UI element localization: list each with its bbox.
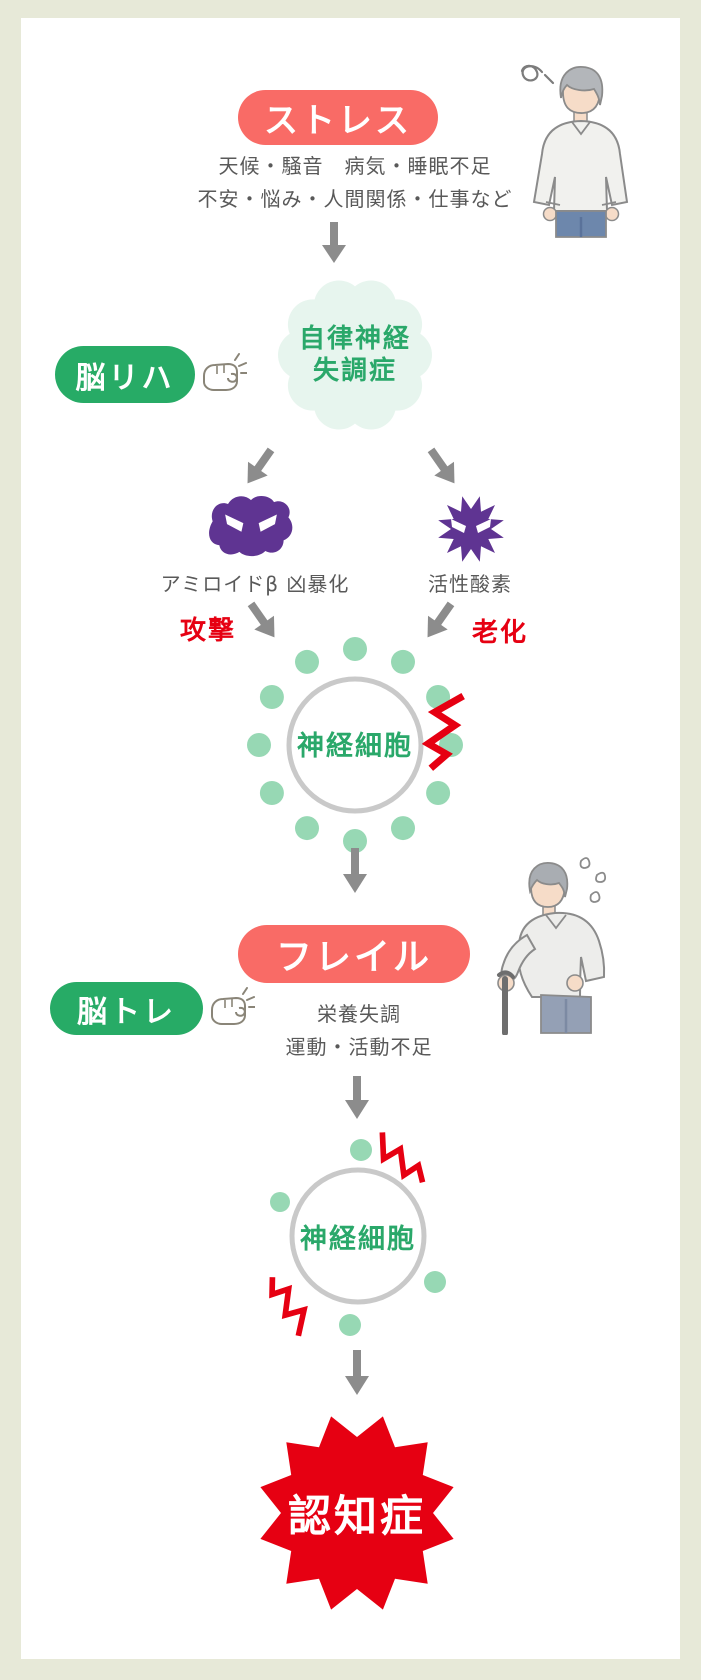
- damage-zigzag-icon: [418, 687, 473, 776]
- oxidative-label: 活性酸素: [428, 572, 512, 596]
- damage-zigzag-icon: [249, 1267, 323, 1345]
- arrow-cloud-to-amyloid: [236, 442, 281, 491]
- damage-zigzag-icon: [363, 1122, 442, 1194]
- neuron-cell-circle: [286, 676, 424, 814]
- neuron1-label: 神経細胞: [297, 730, 413, 762]
- frailty-description: 栄養失調 運動・活動不足: [254, 998, 464, 1064]
- training-badge: 脳トレ: [50, 982, 203, 1035]
- neuron-dot: [270, 1139, 446, 1336]
- stressed-man-figure: [532, 66, 629, 238]
- arrow-attack: [240, 596, 285, 645]
- diagonal-arrow-icon: [247, 601, 275, 638]
- arrow-stress-to-autonomic: [321, 222, 347, 264]
- diagonal-arrow-icon: [427, 447, 455, 484]
- elderly-man-figure: [497, 862, 606, 1035]
- autonomic-label: 自律神経 失調症: [270, 270, 440, 440]
- rehab-badge: 脳リハ: [55, 346, 195, 403]
- frailty-desc-line1: 栄養失調: [317, 1002, 401, 1026]
- stress-desc-line1: 天候・騒音 病気・睡眠不足: [218, 154, 492, 178]
- elderly-man-illustration: [453, 843, 671, 1035]
- down-arrow-icon: [345, 1350, 369, 1395]
- autonomic-cloud: 自律神経 失調症: [270, 270, 440, 440]
- arrow-neuron2-to-dementia: [344, 1350, 370, 1396]
- scribble-icon: [520, 64, 555, 85]
- down-arrow-icon: [345, 1076, 369, 1119]
- stress-pill: ストレス: [238, 90, 438, 145]
- autonomic-line2: 失調症: [312, 356, 397, 386]
- diagonal-arrow-icon: [247, 447, 275, 484]
- neuron-cell-2: 神経細胞: [248, 1126, 468, 1346]
- oxidative-monster-icon: [434, 492, 508, 566]
- frailty-title: フレイル: [275, 937, 432, 978]
- frailty-pill: フレイル: [238, 925, 470, 983]
- arrow-cloud-to-oxidative: [420, 442, 465, 491]
- stress-desc-line2: 不安・悩み・人間関係・仕事など: [197, 187, 513, 211]
- neuron-cell-circle: [289, 1167, 427, 1305]
- diagonal-arrow-icon: [427, 601, 455, 638]
- arrow-frailty-to-neuron2: [344, 1076, 370, 1120]
- neuron-dot: [247, 637, 463, 853]
- training-badge-label: 脳トレ: [77, 994, 176, 1030]
- sweat-drops-icon: [579, 857, 607, 903]
- fist-icon: [205, 984, 255, 1032]
- arrow-aging: [416, 596, 461, 645]
- down-arrow-icon: [322, 222, 346, 263]
- starburst-shape: [260, 1416, 454, 1610]
- rehab-badge-label: 脳リハ: [75, 360, 175, 396]
- amyloid-label: アミロイドβ 凶暴化: [160, 572, 350, 596]
- dementia-starburst: 認知症: [252, 1408, 462, 1618]
- fist-icon: [197, 350, 247, 398]
- autonomic-line1: 自律神経: [298, 324, 411, 354]
- neuron2-label: 神経細胞: [300, 1223, 416, 1255]
- neuron-cell-1: 神経細胞: [225, 613, 485, 873]
- stressed-man-illustration: [490, 50, 672, 238]
- frailty-desc-line2: 運動・活動不足: [285, 1035, 433, 1059]
- arrow-neuron1-to-frailty: [342, 848, 368, 894]
- amyloid-monster-icon: [205, 490, 297, 564]
- dementia-label: 認知症: [288, 1492, 426, 1542]
- down-arrow-icon: [343, 848, 367, 893]
- cloud-shape: [278, 280, 432, 430]
- aging-label: 老化: [472, 618, 529, 648]
- attack-label: 攻撃: [180, 616, 237, 646]
- stress-title: ストレス: [264, 101, 412, 141]
- stress-description: 天候・騒音 病気・睡眠不足 不安・悩み・人間関係・仕事など: [155, 150, 555, 216]
